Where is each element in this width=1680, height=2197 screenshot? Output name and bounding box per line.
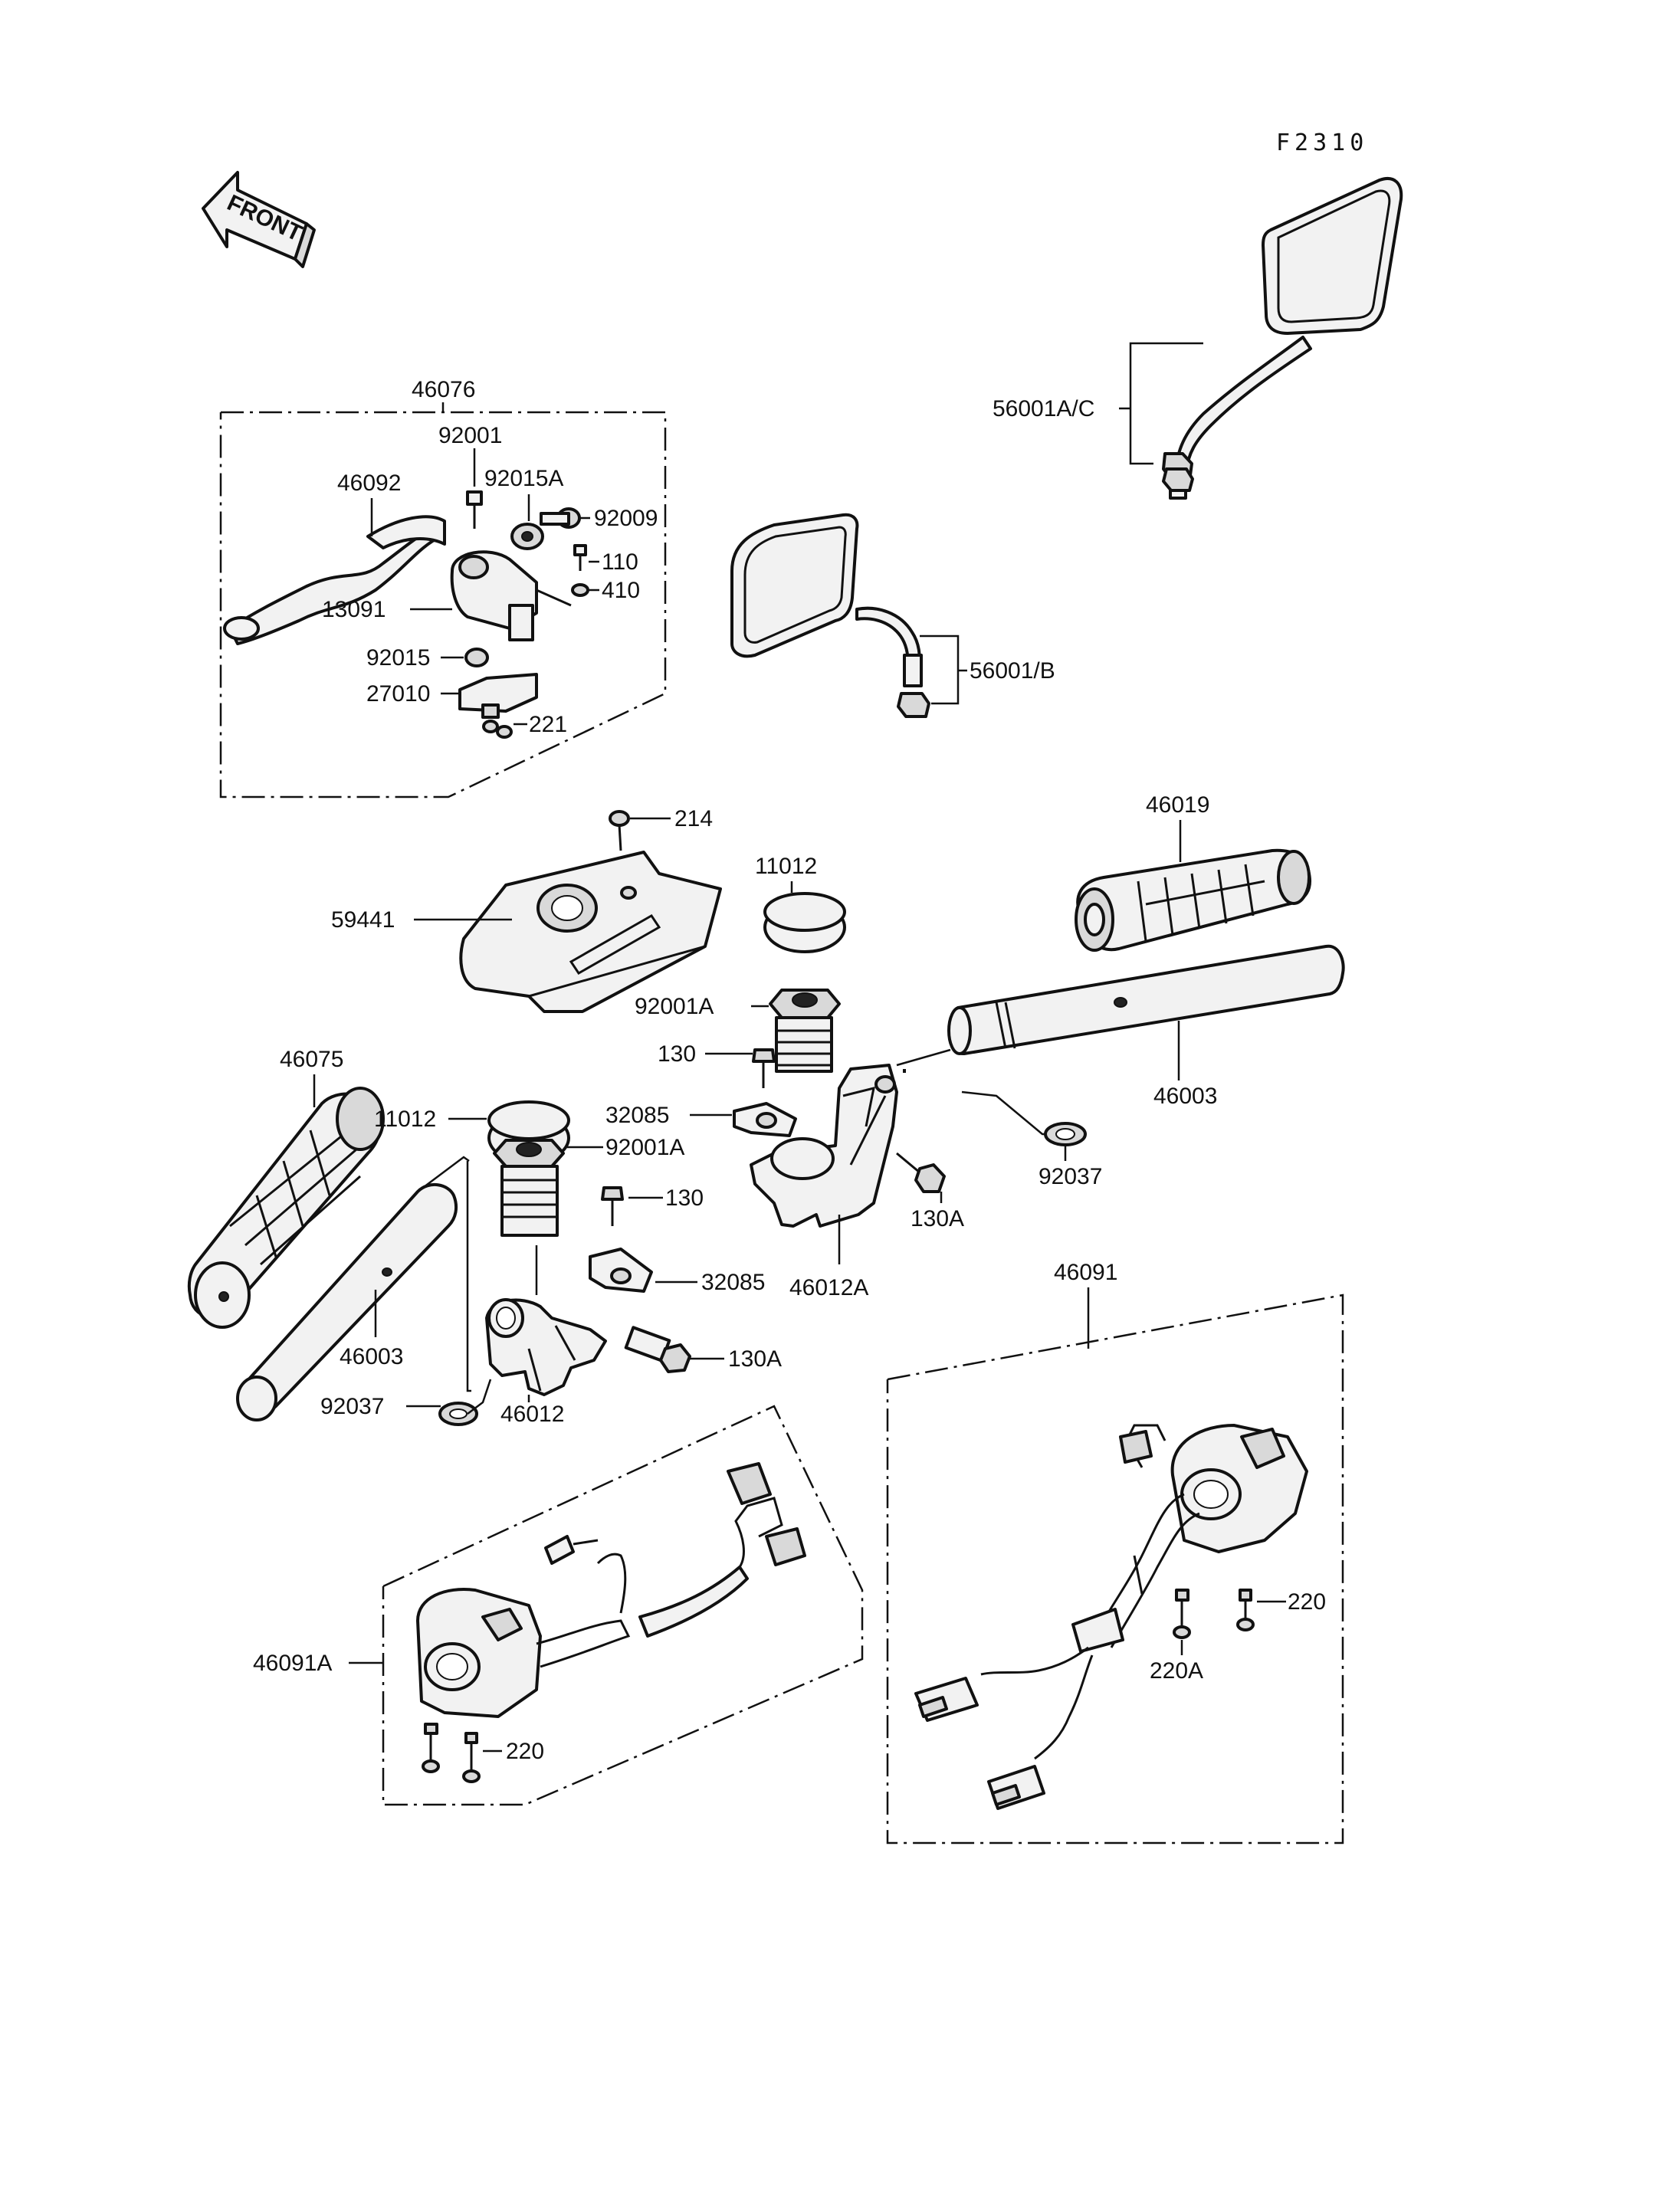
left-grip-46075 bbox=[187, 1087, 385, 1329]
label-92009: 92009 bbox=[594, 506, 658, 531]
lever-holder-13091 bbox=[450, 550, 572, 641]
nut-92015 bbox=[464, 648, 489, 667]
screw-220A bbox=[1173, 1589, 1191, 1639]
screws-221 bbox=[482, 720, 513, 739]
label-59441: 59441 bbox=[331, 907, 395, 933]
throttle-grip-46019 bbox=[1075, 848, 1311, 952]
label-32085-top: 32085 bbox=[605, 1103, 669, 1128]
clip-92037-right bbox=[961, 1090, 1087, 1146]
clamp-32085-top bbox=[733, 1102, 797, 1137]
label-32085-left: 32085 bbox=[701, 1270, 765, 1295]
label-46003-right: 46003 bbox=[1153, 1084, 1217, 1109]
label-46091A: 46091A bbox=[253, 1651, 332, 1676]
group-outline-46076 bbox=[219, 411, 667, 798]
handlebar-pipe-46003-left bbox=[236, 1156, 470, 1421]
top-cover-59441 bbox=[459, 851, 722, 1013]
bolt-92001 bbox=[466, 490, 483, 529]
label-220A: 220A bbox=[1150, 1658, 1203, 1684]
washer-410 bbox=[571, 583, 589, 597]
bolt-130-top bbox=[752, 1048, 776, 1088]
label-92015A: 92015A bbox=[484, 466, 563, 491]
label-11012-top: 11012 bbox=[755, 854, 817, 879]
bolt-130A-right bbox=[896, 1152, 946, 1193]
label-130-top: 130 bbox=[658, 1041, 696, 1067]
right-switch-housing-46091 bbox=[914, 1424, 1308, 1810]
label-56001AC: 56001A/C bbox=[993, 396, 1094, 421]
nut-92001A-top bbox=[769, 989, 841, 1073]
label-130-left: 130 bbox=[665, 1185, 704, 1211]
cap-11012-top bbox=[763, 892, 846, 953]
label-92037-left: 92037 bbox=[320, 1394, 384, 1419]
label-46003-left: 46003 bbox=[340, 1344, 403, 1369]
label-46012A: 46012A bbox=[789, 1275, 868, 1300]
left-switch-housing-46091A bbox=[416, 1462, 806, 1718]
label-13091: 13091 bbox=[322, 597, 386, 622]
clamp-32085-left bbox=[589, 1248, 653, 1293]
handlebar-pipe-46003-right bbox=[896, 944, 1345, 1073]
label-110: 110 bbox=[602, 549, 638, 575]
label-92015: 92015 bbox=[366, 645, 430, 671]
mirror-56001A-C bbox=[1162, 177, 1403, 500]
bolt-130A-left bbox=[624, 1326, 691, 1373]
label-220-left: 220 bbox=[506, 1739, 544, 1764]
label-130A-right: 130A bbox=[911, 1206, 964, 1231]
screw-220-right bbox=[1236, 1589, 1255, 1631]
label-410: 410 bbox=[602, 578, 640, 603]
label-11012-left: 11012 bbox=[374, 1107, 436, 1132]
group-outline-46091 bbox=[886, 1294, 1344, 1844]
screw-214 bbox=[609, 810, 630, 851]
label-214: 214 bbox=[674, 806, 713, 831]
label-56001B: 56001/B bbox=[970, 658, 1055, 684]
label-92037-right: 92037 bbox=[1039, 1164, 1102, 1189]
label-92001A-top: 92001A bbox=[635, 994, 714, 1019]
label-92001: 92001 bbox=[438, 423, 502, 448]
label-220-right: 220 bbox=[1288, 1589, 1326, 1615]
mirror-56001-B bbox=[730, 513, 930, 718]
label-27010: 27010 bbox=[366, 681, 430, 707]
screw-92009 bbox=[540, 507, 581, 529]
nut-92015A bbox=[510, 523, 544, 550]
group-outline-46091A bbox=[382, 1405, 864, 1806]
handlebar-holder-46012A bbox=[750, 1064, 898, 1228]
figure-code: F2310 bbox=[1276, 130, 1368, 156]
label-46019: 46019 bbox=[1146, 792, 1209, 818]
label-92001A-left: 92001A bbox=[605, 1135, 684, 1160]
label-46076: 46076 bbox=[412, 377, 475, 402]
screws-220-left bbox=[422, 1723, 481, 1783]
label-221: 221 bbox=[529, 712, 567, 737]
front-arrow-icon: FRONT bbox=[202, 171, 316, 268]
label-46075: 46075 bbox=[280, 1047, 343, 1072]
label-130A-left: 130A bbox=[728, 1346, 782, 1372]
handlebar-holder-46012 bbox=[485, 1245, 607, 1396]
clutch-lever-46092 bbox=[223, 515, 446, 645]
clip-92037-left bbox=[438, 1379, 492, 1426]
label-46091: 46091 bbox=[1054, 1260, 1117, 1285]
bolt-130-left bbox=[601, 1186, 624, 1226]
screw-110 bbox=[573, 544, 587, 571]
nut-92001A-left bbox=[493, 1139, 565, 1237]
label-46012: 46012 bbox=[500, 1402, 564, 1427]
label-46092: 46092 bbox=[337, 471, 401, 496]
clutch-switch-27010 bbox=[458, 673, 538, 719]
